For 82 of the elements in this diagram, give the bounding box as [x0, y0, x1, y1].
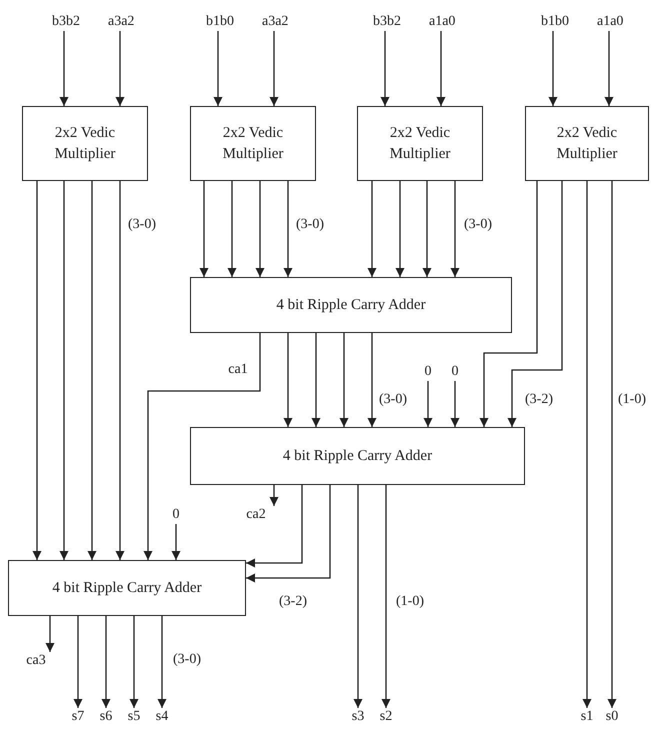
adder-block	[190, 427, 525, 485]
edge-label: (3-0)	[127, 217, 157, 233]
arrow	[144, 333, 261, 560]
arrow	[450, 181, 460, 277]
multiplier-block	[525, 106, 649, 181]
arrow	[32, 181, 42, 560]
arrow	[256, 181, 264, 277]
arrow	[60, 181, 68, 560]
arrow	[74, 616, 82, 708]
signal-label: s0	[600, 708, 624, 726]
edge-label: (3-2)	[278, 594, 308, 610]
signal-label: 0	[448, 363, 462, 381]
arrow	[246, 485, 331, 582]
arrow	[46, 616, 54, 652]
arrow	[270, 31, 278, 106]
multiplier-block	[22, 106, 148, 181]
arrow	[548, 31, 558, 106]
edge-label: (3-2)	[524, 392, 554, 408]
arrow	[582, 181, 592, 708]
edge-label: (3-0)	[463, 217, 493, 233]
signal-label: s7	[66, 708, 90, 726]
adder-block	[8, 560, 246, 616]
arrow	[354, 485, 362, 708]
signal-label: s5	[122, 708, 146, 726]
edge-label: (3-0)	[378, 392, 408, 408]
edge-label: (3-0)	[295, 217, 325, 233]
arrow	[270, 485, 278, 506]
arrow	[508, 181, 563, 427]
arrow	[424, 381, 432, 427]
arrow	[246, 485, 303, 568]
signal-label: s4	[150, 708, 174, 726]
arrow	[480, 181, 538, 427]
arrow	[450, 381, 460, 427]
signal-label: s2	[374, 708, 398, 726]
signal-label: s1	[575, 708, 599, 726]
arrow	[200, 181, 208, 277]
signal-label: 0	[421, 363, 435, 381]
arrow	[284, 181, 292, 277]
signal-label: 0	[169, 506, 183, 524]
multiplier-block	[357, 106, 483, 181]
arrow	[368, 333, 376, 427]
arrow	[228, 181, 236, 277]
arrow	[436, 31, 446, 106]
arrow	[604, 31, 614, 106]
arrow	[60, 31, 68, 106]
block-label: 2x2 Vedic Multiplier	[388, 124, 452, 164]
arrow	[214, 31, 222, 106]
multiplier-block	[190, 106, 316, 181]
arrow	[130, 616, 138, 708]
arrow	[608, 181, 616, 708]
signal-label: ca2	[236, 506, 276, 524]
adder-block	[190, 277, 512, 333]
block-label: 2x2 Vedic Multiplier	[222, 124, 284, 164]
arrow	[102, 616, 110, 708]
block-label: 2x2 Vedic Multiplier	[54, 124, 116, 164]
arrow	[88, 181, 96, 560]
edge-label: (1-0)	[617, 392, 647, 408]
block-label: 4 bit Ripple Carry Adder	[52, 578, 202, 598]
arrow	[116, 31, 124, 106]
edge-label: (3-0)	[172, 652, 202, 668]
signal-label: a1a0	[429, 13, 453, 31]
signal-label: s3	[346, 708, 370, 726]
block-label: 4 bit Ripple Carry Adder	[276, 296, 426, 315]
arrow	[172, 524, 180, 560]
signal-label: ca3	[20, 652, 52, 670]
arrow	[396, 181, 404, 277]
block-label: 2x2 Vedic Multiplier	[556, 124, 618, 164]
arrow	[158, 616, 166, 708]
arrow	[116, 181, 124, 560]
signal-label: a1a0	[597, 13, 621, 31]
arrow	[340, 333, 348, 427]
signal-label: s6	[94, 708, 118, 726]
arrow	[368, 181, 376, 277]
block-label: 4 bit Ripple Carry Adder	[282, 446, 432, 466]
signal-label: a3a2	[262, 13, 286, 31]
arrow	[284, 333, 292, 427]
signal-label: a3a2	[108, 13, 132, 31]
arrow	[422, 181, 432, 277]
arrow	[312, 333, 320, 427]
arrow	[380, 31, 390, 106]
edge-label: (1-0)	[395, 594, 425, 610]
arrow	[382, 485, 390, 708]
